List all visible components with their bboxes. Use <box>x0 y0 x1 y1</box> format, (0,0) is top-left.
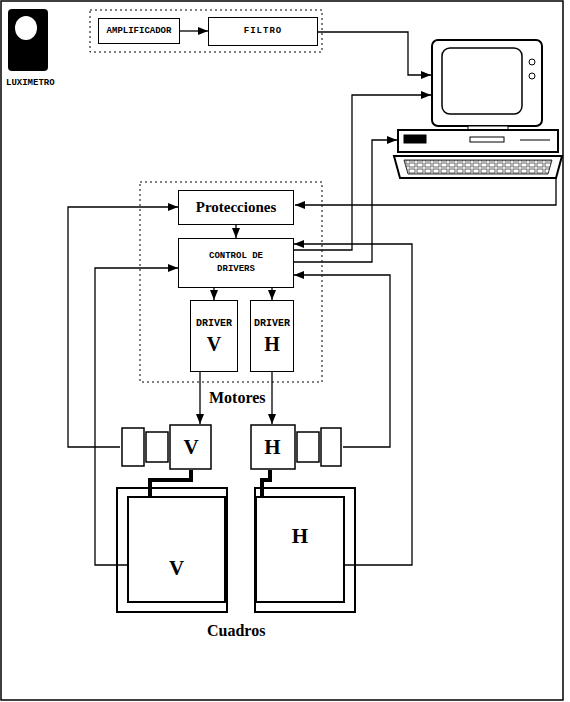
node-text: CONTROL DE DRIVERS <box>198 250 274 277</box>
axis-letter: V <box>207 334 221 354</box>
driver-box: DRIVER V <box>190 300 238 372</box>
axis-letter: V <box>183 437 198 458</box>
node-text: LUXIMETRO <box>6 78 55 89</box>
motor-symbol: H <box>250 424 343 470</box>
luxmeter-icon <box>6 8 50 72</box>
group-outline <box>90 10 322 52</box>
amplifier-box: AMPLIFICADOR <box>98 18 180 44</box>
signal-line <box>68 207 178 447</box>
frame-box: V <box>127 496 226 603</box>
signal-line <box>180 30 208 31</box>
axis-letter: V <box>169 558 184 579</box>
axis-letter: H <box>264 437 280 458</box>
axis-letter: H <box>292 526 308 547</box>
motor-outline <box>250 424 343 470</box>
group-outline <box>140 182 322 382</box>
computer-illustration <box>394 40 562 178</box>
group-label: Motores <box>207 389 268 407</box>
signal-line <box>199 372 200 424</box>
axis-letter: H <box>264 334 280 354</box>
protection-box: Protecciones <box>178 190 294 225</box>
filter-box: FILTRO <box>208 17 318 46</box>
cuadro-outer-frame <box>117 488 355 612</box>
luxmeter-sensor: LUXIMETRO <box>6 8 68 92</box>
driver-control-box: CONTROL DE DRIVERS <box>178 238 294 288</box>
node-text: Protecciones <box>196 199 277 216</box>
shaft-link <box>150 470 191 496</box>
node-text: DRIVER <box>196 318 232 330</box>
node-text: AMPLIFICADOR <box>107 26 172 37</box>
computer-wires <box>294 32 556 262</box>
signal-line <box>271 288 272 300</box>
node-text: DRIVER <box>254 318 290 330</box>
signal-line <box>294 275 390 447</box>
signal-line <box>213 288 214 300</box>
signal-line <box>235 225 236 238</box>
signal-line <box>271 372 272 424</box>
group-label: Cuadros <box>205 622 267 640</box>
driver-box: DRIVER H <box>250 300 294 372</box>
node-text: FILTRO <box>244 26 282 37</box>
shaft-link <box>262 470 270 496</box>
motor-symbol: V <box>120 424 212 470</box>
frame-box: H <box>255 496 345 603</box>
